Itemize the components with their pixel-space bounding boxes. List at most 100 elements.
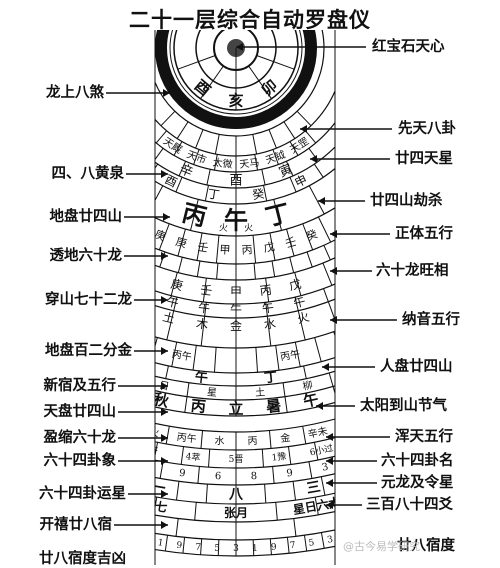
compass-glyph-ring11: 柳 bbox=[301, 378, 313, 393]
compass-glyph-ring13: 丙午 bbox=[176, 430, 197, 445]
label-hun-tian-wu-xing: 浑天五行 bbox=[395, 429, 453, 445]
arrowhead-icon bbox=[161, 490, 168, 498]
compass-glyph-ring13: 金 bbox=[279, 431, 291, 445]
label-di-pan-24-shan: 地盘廿四山 bbox=[49, 209, 123, 225]
compass-glyph-ring8: 丙 bbox=[259, 283, 273, 298]
compass-glyph-ring18: 5 bbox=[214, 544, 220, 554]
label-xin-su-wu-xing: 新宿及五行 bbox=[43, 378, 117, 394]
arrowhead-icon bbox=[161, 457, 168, 465]
compass-glyph-ring13: 丙 bbox=[247, 436, 257, 447]
compass-glyph-ring16: 八 bbox=[228, 487, 244, 503]
label-tian-pan-24-shan: 天盘廿四山 bbox=[43, 404, 117, 420]
arrowhead-icon bbox=[236, 43, 243, 51]
compass-glyph-ring7: 壬 bbox=[284, 235, 298, 250]
label-64-gua-yun-xing: 六十四卦运星 bbox=[39, 486, 126, 502]
label-xian-tian-ba-gua: 先天八卦 bbox=[398, 121, 456, 137]
compass-glyph-ring18: 1 bbox=[157, 538, 164, 549]
label-64-gua-xiang: 六十四卦象 bbox=[43, 453, 117, 469]
compass-glyph-ring17: 张月 bbox=[224, 505, 248, 520]
arrowhead-icon bbox=[161, 296, 168, 304]
compass-glyph-ring4: 辛 bbox=[177, 162, 195, 181]
arrowhead-icon bbox=[330, 230, 337, 238]
label-zheng-ti-wu-xing: 正体五行 bbox=[395, 226, 453, 242]
label-64-gua-ming: 六十四卦名 bbox=[381, 453, 454, 469]
arrowhead-icon bbox=[161, 252, 168, 260]
arrowhead-icon bbox=[161, 347, 168, 355]
compass-glyph-ring4: 寅 bbox=[277, 161, 295, 181]
compass-glyph-ring13: 火 bbox=[148, 426, 160, 440]
label-kai-xi-28-su: 开禧廿八宿 bbox=[39, 517, 113, 533]
compass-glyph-ring8c: 土 bbox=[161, 310, 176, 326]
compass-glyph-ring7: 壬 bbox=[196, 240, 209, 255]
compass-glyph-ring16: 一 bbox=[150, 479, 167, 497]
compass-glyph-ring18: 5 bbox=[119, 531, 127, 542]
arrowhead-icon bbox=[161, 521, 168, 529]
compass-glyph-ring14: 5晋 bbox=[229, 454, 244, 465]
compass-glyph-ring5: 癸 bbox=[251, 187, 265, 203]
compass-glyph-ring15: 9 bbox=[178, 468, 186, 480]
label-hong-bao-shi-tian-xin: 红宝石天心 bbox=[372, 39, 445, 55]
compass-glyph-ring10: 午 bbox=[194, 369, 209, 386]
compass-glyph-ring11: 星 bbox=[206, 386, 217, 399]
label-ying-suo-60-long: 盈缩六十龙 bbox=[43, 430, 117, 446]
compass-glyph-ring8: 甲 bbox=[230, 285, 242, 299]
arrowhead-icon bbox=[326, 433, 333, 441]
compass-glyph-ring9: 丙午 bbox=[279, 347, 301, 363]
compass-glyph-ring1: 亥 bbox=[228, 91, 243, 109]
label-tai-yang-dao-shan-jie-qi: 太阳到山节气 bbox=[360, 398, 447, 414]
compass-glyph-ring12: 秋 bbox=[152, 390, 171, 411]
arrowhead-icon bbox=[161, 170, 168, 178]
compass-glyph-ring12: 暑 bbox=[265, 397, 282, 416]
arrowhead-icon bbox=[161, 434, 168, 442]
compass-glyph-ring12: 丙 bbox=[190, 397, 207, 416]
label-si-ba-huang-quan: 四、八黄泉 bbox=[51, 166, 125, 182]
compass-glyph-ring18: 9 bbox=[176, 541, 183, 552]
compass-glyph-ring17: 十七 bbox=[142, 496, 168, 515]
arrowhead-icon bbox=[322, 363, 329, 371]
compass-glyph-ring8c: 水 bbox=[263, 316, 277, 331]
compass-glyph-ring16: 三 bbox=[305, 479, 322, 497]
compass-glyph-ring12: 立 bbox=[228, 399, 243, 417]
watermark: @古今易学研究 bbox=[343, 540, 420, 553]
compass-glyph-ring15: 4 bbox=[143, 462, 152, 474]
label-na-yin-wu-xing: 纳音五行 bbox=[402, 312, 460, 328]
compass-glyph-ring5: 丁 bbox=[207, 187, 221, 203]
label-chuan-shan-72-long: 穿山七十二龙 bbox=[45, 292, 132, 308]
arrowhead-icon bbox=[326, 479, 333, 487]
compass-glyph-ring13: 辛未 bbox=[307, 424, 329, 441]
compass-glyph-ring7: 癸 bbox=[304, 227, 319, 244]
arrowhead-icon bbox=[330, 316, 337, 324]
compass-glyph-ring14: 6否 bbox=[142, 444, 159, 458]
compass-glyph-ring8b: 午 bbox=[230, 303, 242, 317]
compass-glyph-ring8c: 木 bbox=[195, 316, 209, 331]
compass-glyph-ring3: 太微 bbox=[212, 156, 233, 171]
label-60-long-wang-xiang: 六十龙旺相 bbox=[376, 263, 449, 279]
compass-glyph-ring7: 丙 bbox=[241, 243, 253, 257]
compass-glyph-ring8b: 午 bbox=[261, 301, 275, 316]
arrowhead-icon bbox=[163, 89, 170, 97]
compass-glyph-ring7: 庚 bbox=[174, 234, 188, 250]
arrowhead-icon bbox=[316, 402, 323, 410]
compass-glyph-ring15: 6 bbox=[215, 471, 222, 482]
compass-glyph-ring5: 申 bbox=[292, 172, 309, 190]
compass-glyph-ring9: 丙午 bbox=[171, 347, 193, 363]
compass-glyph-ring7: 戊 bbox=[263, 240, 276, 255]
label-di-pan-120-fen-jin: 地盘百二分金 bbox=[45, 343, 132, 359]
arrowhead-icon bbox=[163, 213, 170, 221]
compass-glyph-ring18: 7 bbox=[289, 541, 296, 552]
compass-glyph-ring6: 午 bbox=[224, 205, 248, 234]
compass-glyph-ring18: 3 bbox=[233, 544, 239, 554]
compass-glyph-ring8: 戊 bbox=[288, 277, 303, 293]
label-24-shan-jie-sha: 廿四山劫杀 bbox=[370, 193, 443, 209]
label-28-su-du: 廿八宿度 bbox=[397, 538, 455, 554]
arrowhead-icon bbox=[326, 501, 333, 509]
compass-glyph-ring12: 午 bbox=[302, 390, 320, 411]
arrowhead-icon bbox=[161, 408, 168, 416]
compass-glyph-ring15: 8 bbox=[251, 471, 258, 482]
arrowhead-icon bbox=[300, 125, 307, 133]
compass-glyph-ring13: 水 bbox=[214, 435, 224, 447]
compass-glyph-ring15: 9 bbox=[286, 468, 294, 480]
compass-glyph-ring15: 3 bbox=[321, 462, 330, 474]
